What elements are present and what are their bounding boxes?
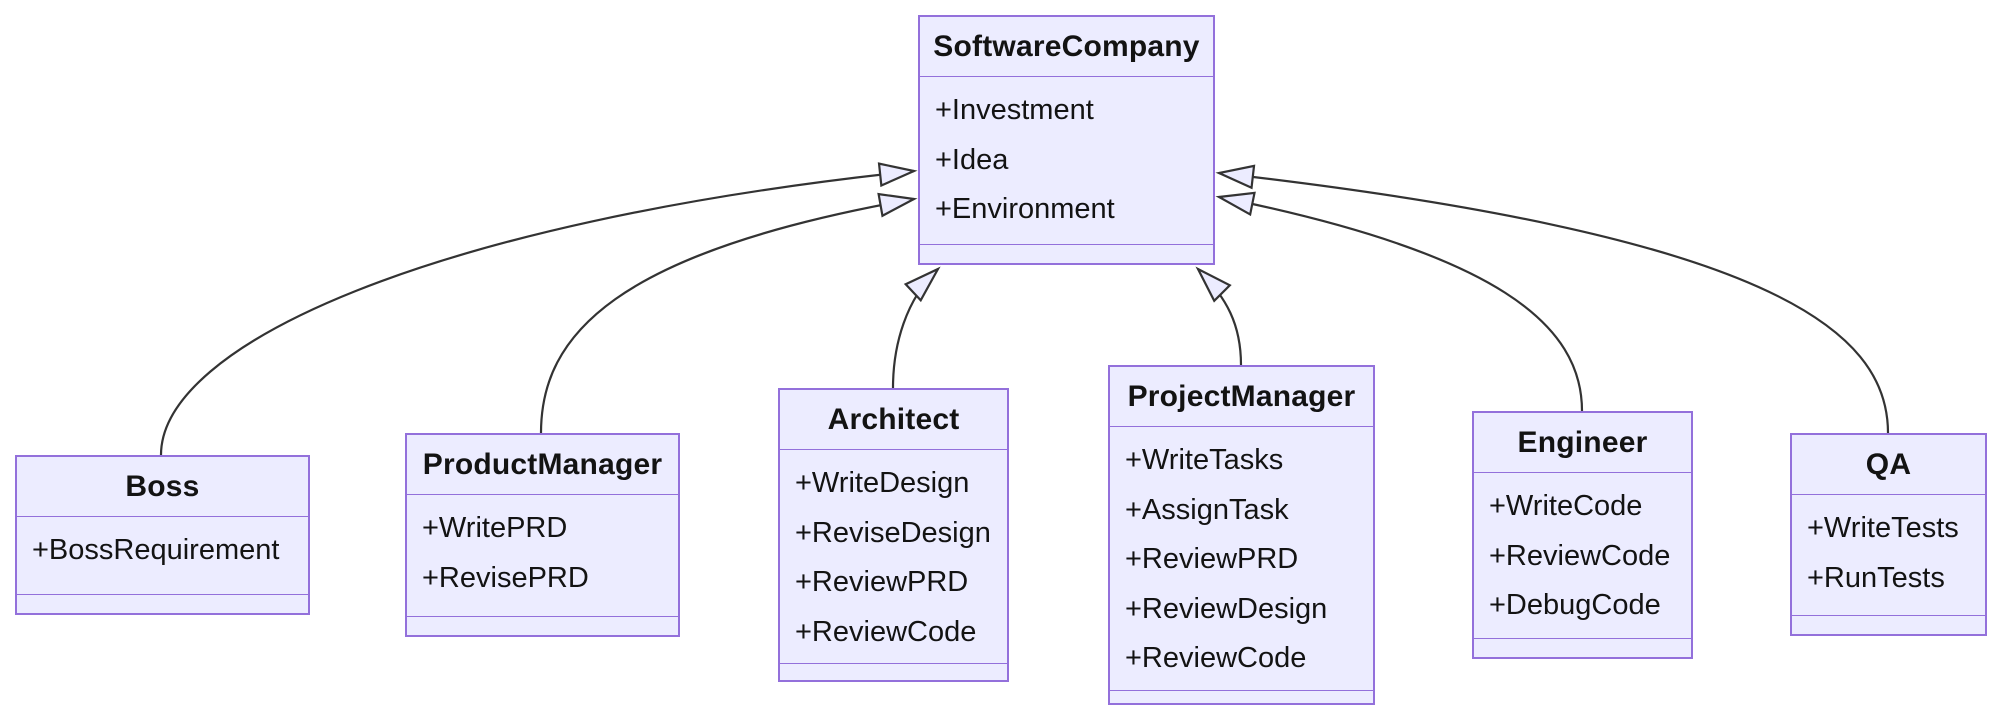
class-name: Architect <box>780 390 1007 450</box>
class-name: ProductManager <box>407 435 678 495</box>
class-methods-empty <box>1792 616 1985 634</box>
class-qa: QA +WriteTests +RunTests <box>1790 433 1987 636</box>
class-attributes: +WriteCode +ReviewCode +DebugCode <box>1474 473 1691 639</box>
class-attribute: +ReviewPRD <box>795 566 969 599</box>
class-attributes: +WritePRD +RevisePRD <box>407 495 678 617</box>
edge-boss-softwarecompany <box>159 162 918 456</box>
class-attribute: +Idea <box>935 143 1009 176</box>
class-attribute: +Environment <box>935 193 1115 226</box>
class-architect: Architect +WriteDesign +ReviseDesign +Re… <box>778 388 1009 682</box>
class-name: ProjectManager <box>1110 367 1373 427</box>
class-attribute: +WriteDesign <box>795 467 970 499</box>
class-name: SoftwareCompany <box>920 17 1213 77</box>
class-attribute: +AssignTask <box>1125 493 1289 526</box>
class-methods-empty <box>1110 691 1373 709</box>
class-engineer: Engineer +WriteCode +ReviewCode +DebugCo… <box>1472 411 1693 659</box>
class-attribute: +WritePRD <box>422 512 568 544</box>
class-name: Boss <box>17 457 308 517</box>
class-softwarecompany: SoftwareCompany +Investment +Idea +Envir… <box>918 15 1215 265</box>
class-attributes: +WriteDesign +ReviseDesign +ReviewPRD +R… <box>780 450 1007 665</box>
class-attribute: +RevisePRD <box>422 561 589 594</box>
class-attribute: +RunTests <box>1807 561 1945 594</box>
class-attribute: +WriteTests <box>1807 512 1959 544</box>
class-attribute: +DebugCode <box>1489 589 1661 622</box>
class-methods-empty <box>407 617 678 635</box>
class-attribute: +ReviewCode <box>1125 642 1307 675</box>
class-methods-empty <box>1474 639 1691 657</box>
edge-engineer-softwarecompany <box>1215 191 1584 412</box>
class-productmanager: ProductManager +WritePRD +RevisePRD <box>405 433 680 637</box>
class-attribute: +ReviewDesign <box>1125 592 1328 625</box>
class-boss: Boss +BossRequirement <box>15 455 310 615</box>
class-projectmanager: ProjectManager +WriteTasks +AssignTask +… <box>1108 365 1375 705</box>
class-attribute: +ReviseDesign <box>795 516 991 549</box>
edge-projectmanager-softwarecompany <box>1195 266 1243 366</box>
edge-qa-softwarecompany <box>1215 164 1890 434</box>
edge-architect-softwarecompany <box>891 266 941 389</box>
class-attribute: +WriteTasks <box>1125 444 1284 476</box>
class-attribute: +BossRequirement <box>32 534 280 566</box>
class-attribute: +ReviewCode <box>795 615 977 648</box>
class-methods-empty <box>920 245 1213 263</box>
class-methods-empty <box>780 664 1007 682</box>
class-attribute: +ReviewPRD <box>1125 543 1299 576</box>
class-attribute: +Investment <box>935 94 1094 126</box>
class-attributes: +WriteTasks +AssignTask +ReviewPRD +Revi… <box>1110 427 1373 691</box>
class-attribute: +ReviewCode <box>1489 539 1671 572</box>
class-attribute: +WriteCode <box>1489 490 1643 522</box>
class-attributes: +WriteTests +RunTests <box>1792 495 1985 616</box>
class-attributes: +Investment +Idea +Environment <box>920 77 1213 245</box>
class-name: QA <box>1792 435 1985 495</box>
edge-productmanager-softwarecompany <box>539 192 918 434</box>
class-attributes: +BossRequirement <box>17 517 308 595</box>
class-name: Engineer <box>1474 413 1691 473</box>
class-methods-empty <box>17 595 308 613</box>
